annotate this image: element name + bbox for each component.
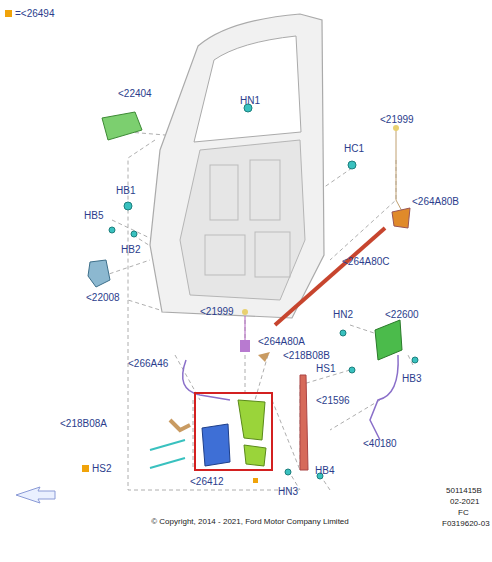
callout-number: <218B08A bbox=[60, 418, 107, 430]
callout-number: HB5 bbox=[84, 210, 103, 222]
callout-number: <26412 bbox=[190, 476, 224, 488]
callout-number: HC1 bbox=[344, 143, 364, 155]
drawing-note: FC bbox=[458, 508, 469, 518]
marker-square bbox=[82, 465, 89, 472]
drawing-note: © Copyright, 2014 - 2021, Ford Motor Com… bbox=[151, 517, 349, 527]
callout-number: HS2 bbox=[92, 463, 111, 475]
callout-number: <264A80B bbox=[412, 196, 459, 208]
callout-number: HB4 bbox=[315, 465, 334, 477]
callout-number: HN3 bbox=[278, 486, 298, 498]
drawing-note: 5011415B bbox=[446, 486, 482, 496]
callout-number: HS1 bbox=[316, 363, 335, 375]
callout-number: <22008 bbox=[86, 292, 120, 304]
callout-number: <264A80C bbox=[342, 256, 390, 268]
legend-text: =<26494 bbox=[15, 8, 55, 20]
callout-number: HB1 bbox=[116, 185, 135, 197]
callout-number: HN2 bbox=[333, 309, 353, 321]
callout-number: HN1 bbox=[240, 95, 260, 107]
drawing-note: F0319620-03 bbox=[442, 519, 490, 529]
callout-number: HB3 bbox=[402, 373, 421, 385]
callout-number: <21999 bbox=[380, 114, 414, 126]
callout-number: <21999 bbox=[200, 306, 234, 318]
drawing-note: 02-2021 bbox=[450, 497, 479, 507]
callout-number: <22600 bbox=[385, 309, 419, 321]
legend-swatch bbox=[5, 10, 12, 17]
callout-number: <218B08B bbox=[283, 350, 330, 362]
callout-number: <266A46 bbox=[128, 358, 168, 370]
callout-number: <22404 bbox=[118, 88, 152, 100]
callout-number: HB2 bbox=[121, 244, 140, 256]
callout-number: <40180 bbox=[363, 438, 397, 450]
callout-number: <264A80A bbox=[258, 336, 305, 348]
callout-number: <21596 bbox=[316, 395, 350, 407]
